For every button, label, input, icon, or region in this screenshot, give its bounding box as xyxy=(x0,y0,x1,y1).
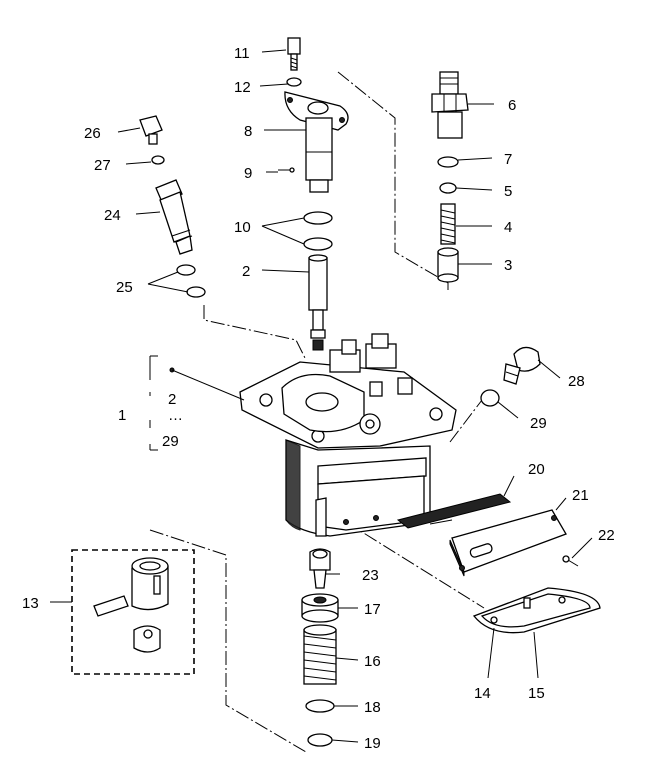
callout-19: 19 xyxy=(364,735,381,752)
part-22-screw xyxy=(562,555,579,567)
callout-1-range-end: 29 xyxy=(162,433,179,450)
part-10-o-ring-lower xyxy=(303,237,333,251)
part-8-plunger-barrel xyxy=(284,91,349,193)
part-11-bolt xyxy=(287,37,301,71)
callout-10: 10 xyxy=(234,219,251,236)
centerline-outlet-fitting xyxy=(203,305,307,361)
centerline-plug xyxy=(449,399,483,443)
leader-lines xyxy=(50,49,593,743)
part-3-delivery-valve xyxy=(437,247,459,283)
callout-24: 24 xyxy=(104,207,121,224)
part-23-tappet xyxy=(309,548,331,589)
callout-5: 5 xyxy=(504,183,512,200)
callout-14: 14 xyxy=(474,685,491,702)
callout-8: 8 xyxy=(244,123,252,140)
part-20-shim xyxy=(396,493,512,529)
callout-26: 26 xyxy=(84,125,101,142)
part-17-spring-seat xyxy=(301,593,339,623)
callout-17: 17 xyxy=(364,601,381,618)
callout-6: 6 xyxy=(508,97,516,114)
callout-2: 2 xyxy=(242,263,250,280)
part-1-pump-housing xyxy=(239,333,457,537)
part-25-washer-upper xyxy=(176,264,196,276)
centerline-cover xyxy=(345,521,485,609)
callout-25: 25 xyxy=(116,279,133,296)
callout-1: 1 xyxy=(118,407,126,424)
part-5-washer xyxy=(439,182,457,194)
part-18-spring-seat xyxy=(305,699,335,713)
part-10-o-ring-upper xyxy=(303,211,333,225)
callout-20: 20 xyxy=(528,461,545,478)
part-26-bolt xyxy=(139,115,163,145)
callout-13: 13 xyxy=(22,595,39,612)
callout-1-range-start: 2 xyxy=(168,391,176,408)
part-12-washer xyxy=(286,77,302,87)
part-15-cover xyxy=(472,587,601,634)
callout-labels: 11 12 8 9 10 2 26 27 24 25 6 7 5 4 3 28 … xyxy=(22,45,615,752)
callout-21: 21 xyxy=(572,487,589,504)
part-14-screw xyxy=(490,596,566,624)
callout-4: 4 xyxy=(504,219,512,236)
centerline-governor xyxy=(149,529,307,753)
part-4-spring xyxy=(440,203,456,245)
callout-1-range-sep: … xyxy=(168,407,183,424)
callout-15: 15 xyxy=(528,685,545,702)
callout-11: 11 xyxy=(234,45,250,62)
part-21-cover-plate xyxy=(449,509,567,577)
part-28-plug xyxy=(503,346,541,385)
part-1-group-bracket xyxy=(149,355,245,451)
centerline-delivery-valve xyxy=(337,71,449,290)
part-27-washer xyxy=(151,155,165,165)
part-9-pin xyxy=(278,167,295,173)
part-25-washer-lower xyxy=(186,286,206,298)
callout-23: 23 xyxy=(362,567,379,584)
callout-28: 28 xyxy=(568,373,585,390)
callout-18: 18 xyxy=(364,699,381,716)
callout-16: 16 xyxy=(364,653,381,670)
part-13-governor-kit xyxy=(71,549,195,675)
part-19-shim xyxy=(307,733,333,747)
callout-12: 12 xyxy=(234,79,251,96)
part-16-spring xyxy=(303,624,337,685)
callout-3: 3 xyxy=(504,257,512,274)
part-24-fitting xyxy=(155,179,193,255)
callout-7: 7 xyxy=(504,151,512,168)
part-2-plunger xyxy=(308,254,328,351)
part-7-gasket xyxy=(437,156,459,168)
callout-9: 9 xyxy=(244,165,252,182)
part-29-gasket xyxy=(480,389,500,407)
callout-27: 27 xyxy=(94,157,111,174)
part-6-delivery-valve-holder xyxy=(431,71,469,139)
callout-22: 22 xyxy=(598,527,615,544)
callout-29: 29 xyxy=(530,415,547,432)
